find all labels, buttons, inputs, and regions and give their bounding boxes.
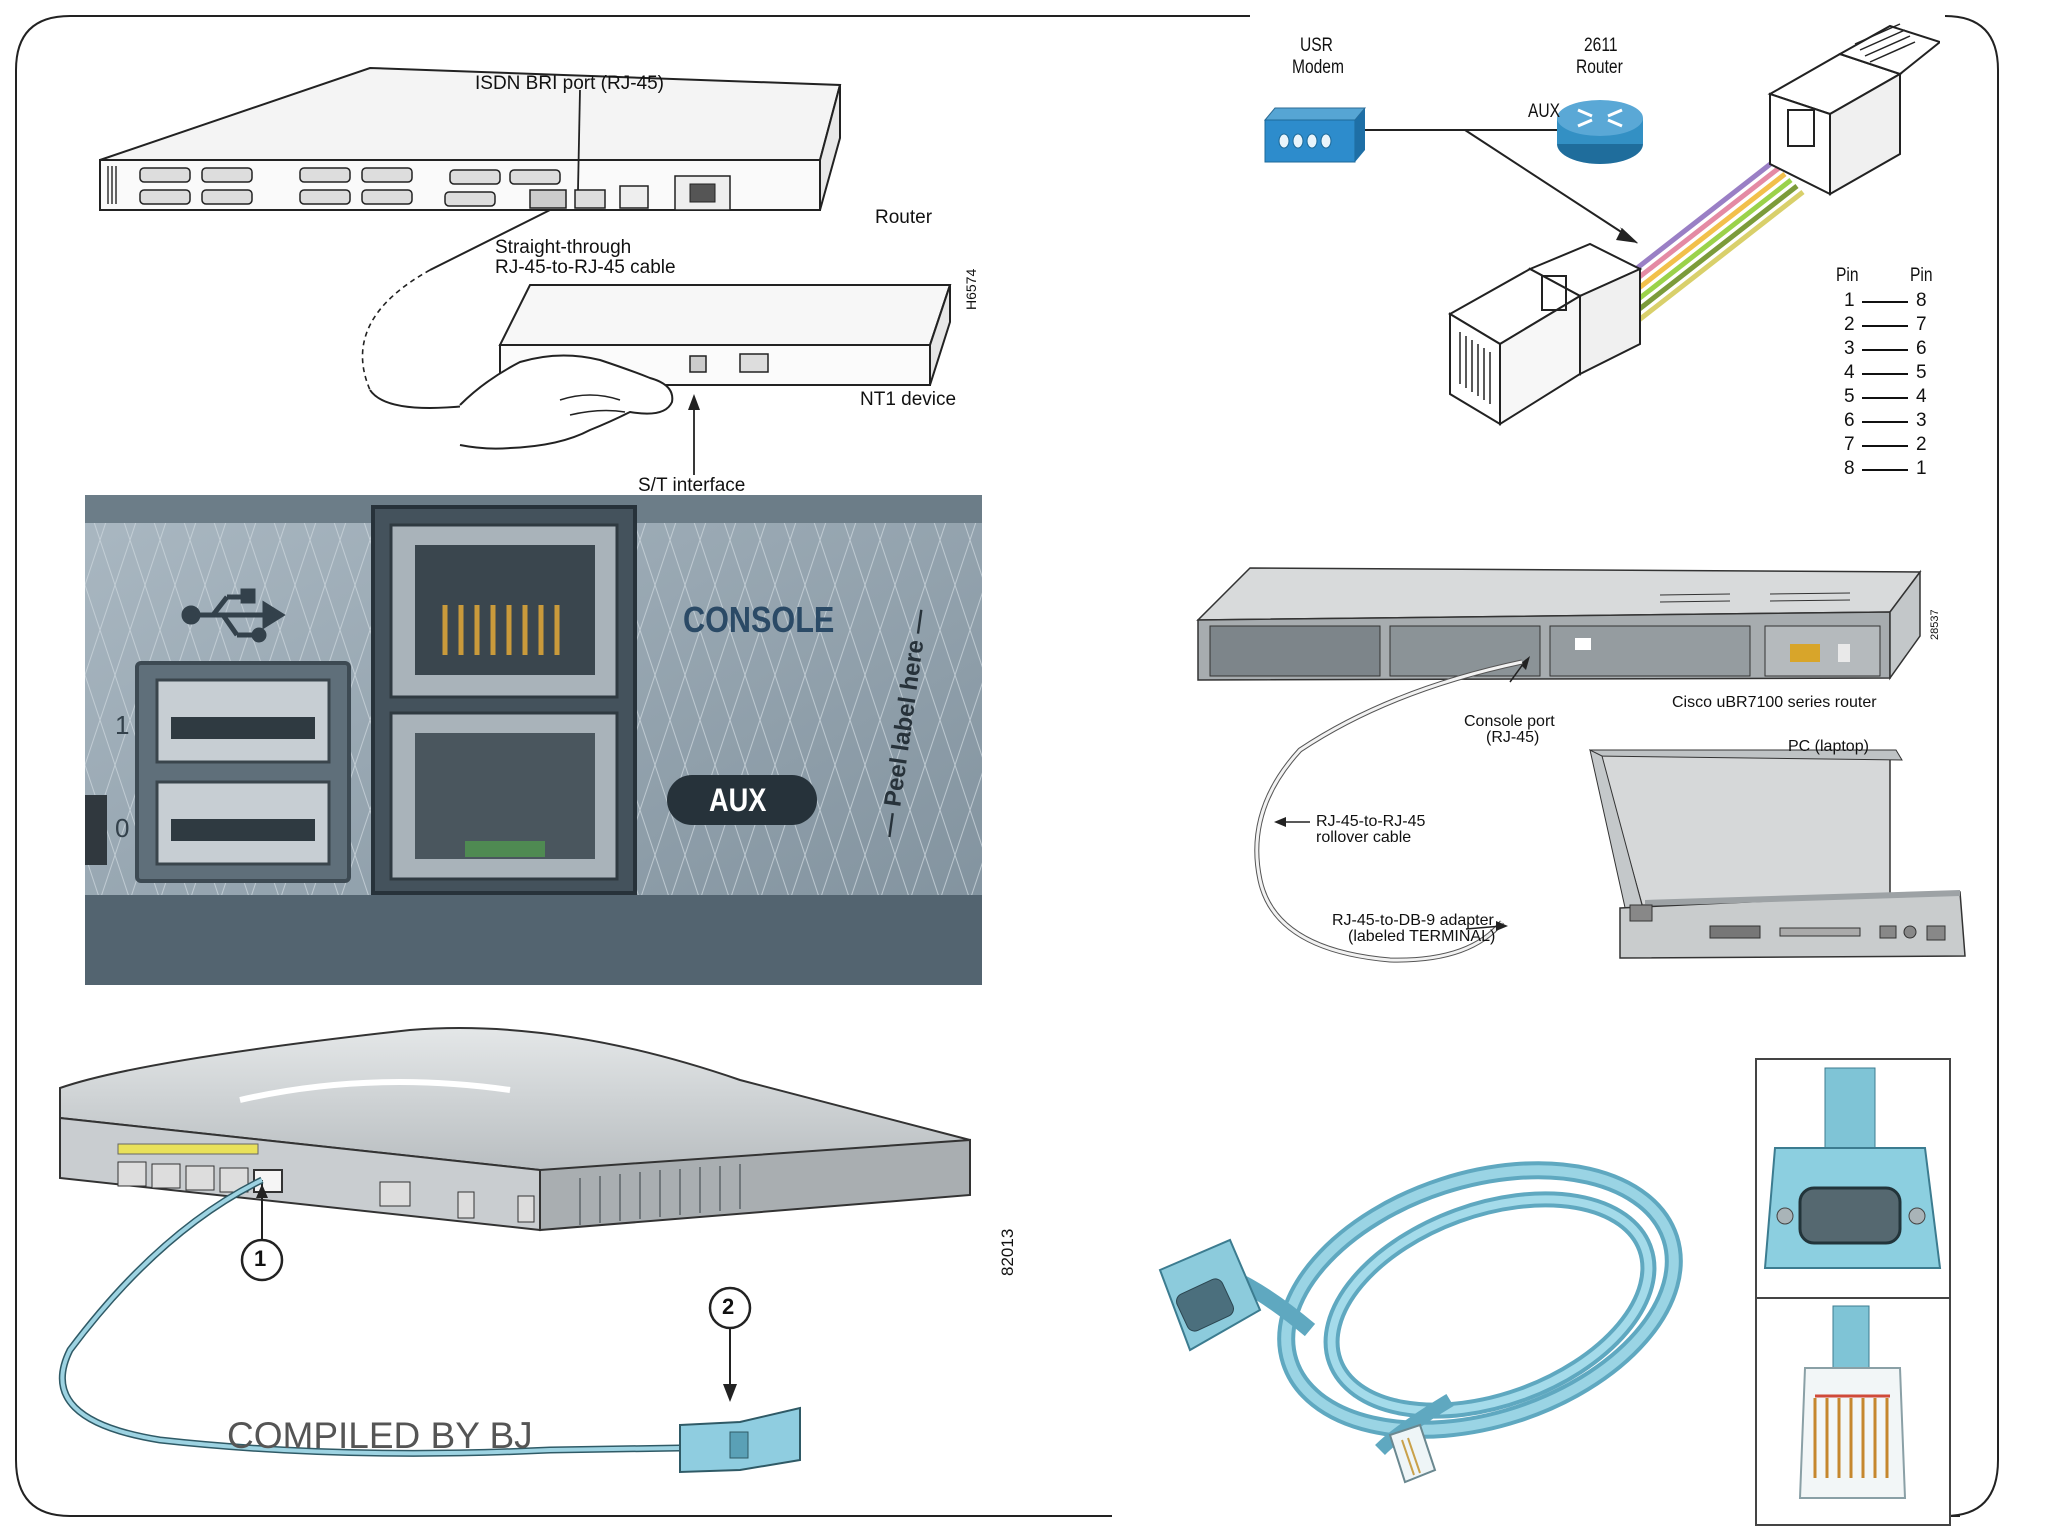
isdn-diagram-drawing bbox=[99, 66, 952, 475]
pin-connector-line bbox=[1862, 349, 1908, 351]
pin-header-right: Pin bbox=[1910, 265, 1933, 286]
pin-left-number: 7 bbox=[1844, 434, 1855, 455]
isdn-nt1-label: NT1 device bbox=[860, 389, 957, 410]
connector-closeup-drawing bbox=[1755, 1058, 1951, 1526]
console-aux-port-photo: CONSOLE AUX — Peel label here — 1 0 bbox=[85, 495, 982, 985]
isdn-router-label: Router bbox=[875, 207, 933, 228]
console-diagram-drawing bbox=[1196, 567, 1966, 963]
console-port-callout-2: (RJ-45) bbox=[1486, 729, 1540, 746]
console-port-callout-1: Console port bbox=[1464, 713, 1555, 730]
pin-connector-line bbox=[1862, 397, 1908, 399]
pin-right-number: 6 bbox=[1916, 338, 1927, 359]
pin-right-number: 3 bbox=[1916, 410, 1927, 431]
pin-connector-line bbox=[1862, 301, 1908, 303]
pin-left-number: 5 bbox=[1844, 386, 1855, 407]
pin-left-number: 2 bbox=[1844, 314, 1855, 335]
pin-right-number: 7 bbox=[1916, 314, 1927, 335]
console-connection-diagram: Cisco uBR7100 series router Console port… bbox=[1190, 560, 1970, 990]
cable-photo-drawing bbox=[1158, 1161, 1683, 1484]
compiled-by-footer: COMPILED BY BJ bbox=[227, 1415, 533, 1456]
db9-adapter-label-2: (labeled TERMINAL) bbox=[1348, 928, 1496, 945]
pin-connector-line bbox=[1862, 421, 1908, 423]
rollover-cable-photo bbox=[1150, 1100, 1750, 1520]
aux-diagram-drawing bbox=[1263, 23, 1940, 426]
pin-right-number: 8 bbox=[1916, 290, 1927, 311]
pin-right-number: 4 bbox=[1916, 386, 1927, 407]
pin-left-number: 4 bbox=[1844, 362, 1855, 383]
usb-port-number-0: 0 bbox=[115, 813, 130, 843]
pin-right-number: 2 bbox=[1916, 434, 1927, 455]
small-router-console-diagram: 1 2 82013 bbox=[40, 1020, 1030, 1510]
small-router-figure-id: 82013 bbox=[998, 1228, 1017, 1276]
db9-adapter-label-1: RJ-45-to-DB-9 adapter bbox=[1332, 912, 1494, 929]
ubr7100-router-label: Cisco uBR7100 series router bbox=[1672, 694, 1877, 711]
pin-left-number: 8 bbox=[1844, 458, 1855, 479]
isdn-interface-label: S/T interface bbox=[638, 475, 746, 496]
callout-2: 2 bbox=[722, 1294, 735, 1319]
modem-label-2: Modem bbox=[1292, 57, 1344, 78]
pin-left-number: 1 bbox=[1844, 290, 1855, 311]
small-router-drawing bbox=[58, 1027, 971, 1474]
pin-connector-line bbox=[1862, 325, 1908, 327]
pin-header-left: Pin bbox=[1836, 265, 1859, 286]
usb-port-number-1: 1 bbox=[115, 710, 130, 740]
pin-connector-line bbox=[1862, 445, 1908, 447]
isdn-cable-label-2: RJ-45-to-RJ-45 cable bbox=[495, 257, 676, 278]
callout-1: 1 bbox=[254, 1246, 267, 1271]
router-2611-label-2: Router bbox=[1576, 57, 1623, 78]
pin-right-number: 1 bbox=[1916, 458, 1927, 479]
port-photo-drawing bbox=[85, 495, 982, 985]
isdn-port-label: ISDN BRI port (RJ-45) bbox=[475, 73, 664, 94]
pin-left-number: 3 bbox=[1844, 338, 1855, 359]
isdn-figure-id: H6574 bbox=[963, 268, 979, 310]
isdn-connection-diagram: ISDN BRI port (RJ-45) Router Straight-th… bbox=[90, 60, 1030, 500]
aux-photo-label: AUX bbox=[709, 782, 767, 818]
rollover-cable-label-2: rollover cable bbox=[1316, 829, 1412, 846]
console-port-label: CONSOLE bbox=[683, 599, 835, 640]
isdn-cable-label-1: Straight-through bbox=[495, 237, 632, 258]
modem-label-1: USR bbox=[1300, 35, 1333, 56]
router-2611-label-1: 2611 bbox=[1584, 35, 1618, 56]
connector-closeup-photo bbox=[1755, 1058, 1951, 1526]
rollover-cable-label-1: RJ-45-to-RJ-45 bbox=[1316, 813, 1426, 830]
pin-right-number: 5 bbox=[1916, 362, 1927, 383]
pin-connector-line bbox=[1862, 373, 1908, 375]
aux-port-label: AUX bbox=[1528, 101, 1561, 122]
console-figure-id: 28537 bbox=[1929, 609, 1941, 640]
pc-laptop-label: PC (laptop) bbox=[1788, 738, 1869, 755]
pin-left-number: 6 bbox=[1844, 410, 1855, 431]
pin-connector-line bbox=[1862, 469, 1908, 471]
